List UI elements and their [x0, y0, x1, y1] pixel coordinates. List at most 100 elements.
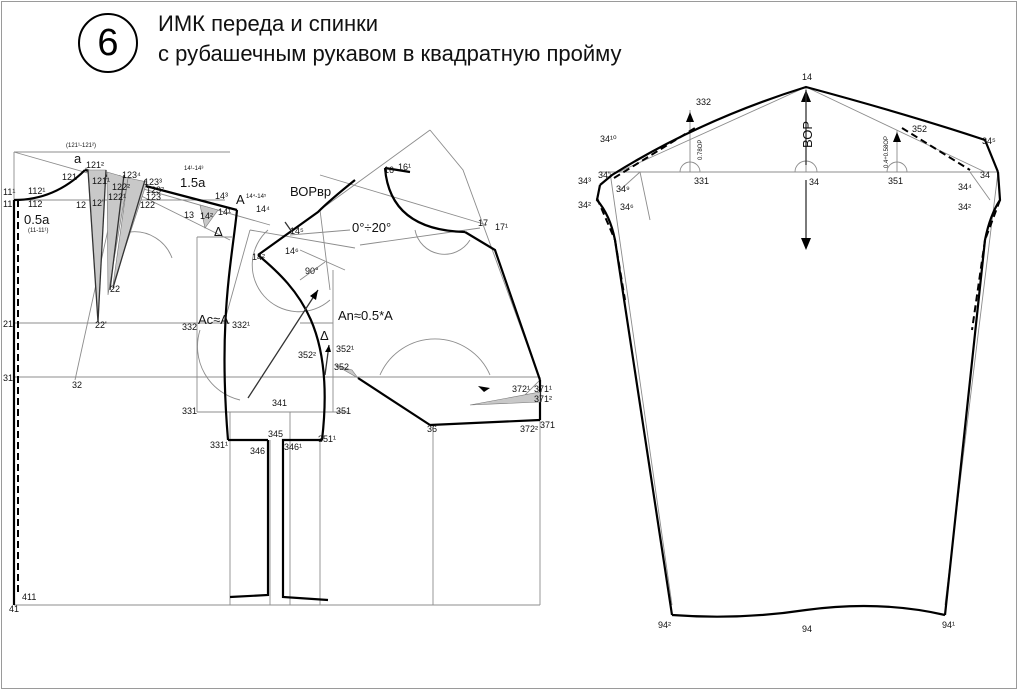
label-345: 345	[268, 429, 283, 439]
label-angle-range: 0°÷20°	[352, 220, 391, 235]
label-11: 11	[3, 199, 12, 209]
label-122-2: 122²	[112, 182, 130, 192]
label-346: 346	[250, 446, 265, 456]
label-13: 13	[184, 210, 194, 220]
label-123-3: 123³	[144, 177, 162, 187]
label-346-1: 346¹	[284, 442, 302, 452]
label-122: 122	[140, 200, 155, 210]
label-371-2: 371²	[534, 394, 552, 404]
label-14-2b: 14²	[252, 252, 265, 262]
label-s94: 94	[802, 624, 812, 634]
label-31: 31	[3, 373, 13, 383]
label-22: 22	[110, 284, 120, 294]
label-14-range: 14¹-14³	[184, 166, 203, 172]
label-22-1: 22'	[95, 320, 107, 330]
label-s34-3: 34³	[578, 176, 591, 186]
label-an-eq: An≈0.5*A	[338, 308, 393, 323]
label-k044: 0.4÷0.58ОР	[884, 136, 890, 168]
label-1-5a: 1.5a	[180, 175, 206, 190]
label-s351: 351	[888, 176, 903, 186]
label-16: 16	[384, 165, 394, 175]
label-A-range: 14⁴-14⁵	[246, 193, 267, 200]
label-half-a: 0.5a	[24, 212, 50, 227]
label-17: 17	[478, 218, 488, 228]
label-371-1: 371¹	[534, 384, 552, 394]
label-s34: 34	[809, 177, 819, 187]
label-s331: 331	[694, 176, 709, 186]
label-14-5: 14⁵	[290, 226, 304, 236]
label-36: 36	[427, 424, 437, 434]
label-112-1: 112¹	[28, 186, 45, 196]
label-14-3: 14³	[215, 191, 228, 201]
label-371: 371	[540, 420, 555, 430]
title-line-1: ИМК переда и спинки	[158, 11, 379, 36]
label-331: 331	[182, 406, 197, 416]
bodice-arrows	[247, 221, 490, 399]
label-s332: 332	[696, 97, 711, 107]
label-delta-2: Δ	[320, 328, 329, 343]
label-s94-2: 94²	[658, 620, 671, 630]
title-block: ИМК переда и спинки с рубашечным рукавом…	[158, 9, 622, 69]
label-331-1: 331¹	[210, 440, 228, 450]
label-332-1: 332¹	[232, 320, 250, 330]
label-17-1: 17¹	[495, 222, 508, 232]
label-352-1: 352¹	[336, 344, 354, 354]
label-32: 32	[72, 380, 82, 390]
label-411: 411	[22, 592, 36, 602]
label-s34-10: 34¹⁰	[600, 134, 617, 144]
label-s34-1: 34'	[598, 170, 610, 180]
label-a: a	[74, 151, 82, 166]
label-s94-1: 94¹	[942, 620, 955, 630]
front-outline	[257, 166, 542, 602]
step-number-badge: 6	[78, 13, 138, 73]
label-vor-vr: ВОРвр	[290, 184, 331, 199]
label-352-2: 352²	[298, 350, 316, 360]
label-332: 332	[182, 322, 197, 332]
label-90: 90°	[305, 266, 319, 276]
label-121-1: 121¹	[92, 176, 110, 186]
label-vop: ВОР	[800, 121, 815, 148]
label-s34-4: 34⁴	[958, 182, 972, 192]
label-351-1: 351¹	[318, 434, 336, 444]
title-line-2: с рубашечным рукавом в квадратную пройму	[158, 41, 622, 66]
label-112: 112	[28, 199, 42, 209]
label-123: 123	[146, 192, 161, 202]
label-372-1: 372¹	[512, 384, 530, 394]
label-s34-6: 34⁶	[620, 202, 634, 212]
label-16-1: 16¹	[398, 162, 411, 172]
sleeve-labels: 14 332 352 ВОР 0.78ОР 0.4÷0.58ОР 34¹⁰ 34…	[578, 72, 996, 634]
back-outline	[12, 168, 270, 605]
label-21: 21	[3, 319, 13, 329]
label-A: A	[236, 192, 245, 207]
label-122-1: 122¹	[108, 192, 126, 202]
label-121-range: (121¹-121²)	[66, 143, 96, 149]
label-k078: 0.78ОР	[698, 140, 704, 160]
label-123-4: 123⁴	[122, 170, 141, 180]
bodice-labels: 11¹ 112¹ 11 112 0.5a (11-11¹) a (121¹-12…	[3, 143, 555, 614]
label-s34-9: 34⁹	[616, 184, 630, 194]
label-352: 352	[334, 362, 349, 372]
label-41: 41	[9, 604, 19, 614]
label-341: 341	[272, 398, 287, 408]
label-11-1: 11¹	[3, 187, 15, 197]
label-12: 12	[76, 200, 86, 210]
label-ac-eq: Ac≈A	[198, 312, 229, 327]
label-14-2: 14²	[200, 211, 213, 221]
label-s34-2: 34²	[578, 200, 591, 210]
step-number: 6	[97, 21, 119, 64]
label-s34-2r: 34²	[958, 202, 971, 212]
label-s14: 14	[802, 72, 812, 82]
label-s34-5: 34⁵	[982, 136, 996, 146]
label-121-2: 121²	[86, 160, 104, 170]
label-delta: Δ	[214, 224, 223, 239]
label-14-4: 14⁴	[256, 204, 270, 214]
label-s352: 352	[912, 124, 927, 134]
label-14-1: 14¹	[218, 207, 231, 217]
label-121: 121	[62, 172, 77, 182]
label-14-6: 14⁶	[285, 246, 299, 256]
label-123-2: 123²	[146, 185, 164, 195]
label-12-1: 12'	[92, 198, 104, 208]
back-darts	[87, 169, 219, 323]
